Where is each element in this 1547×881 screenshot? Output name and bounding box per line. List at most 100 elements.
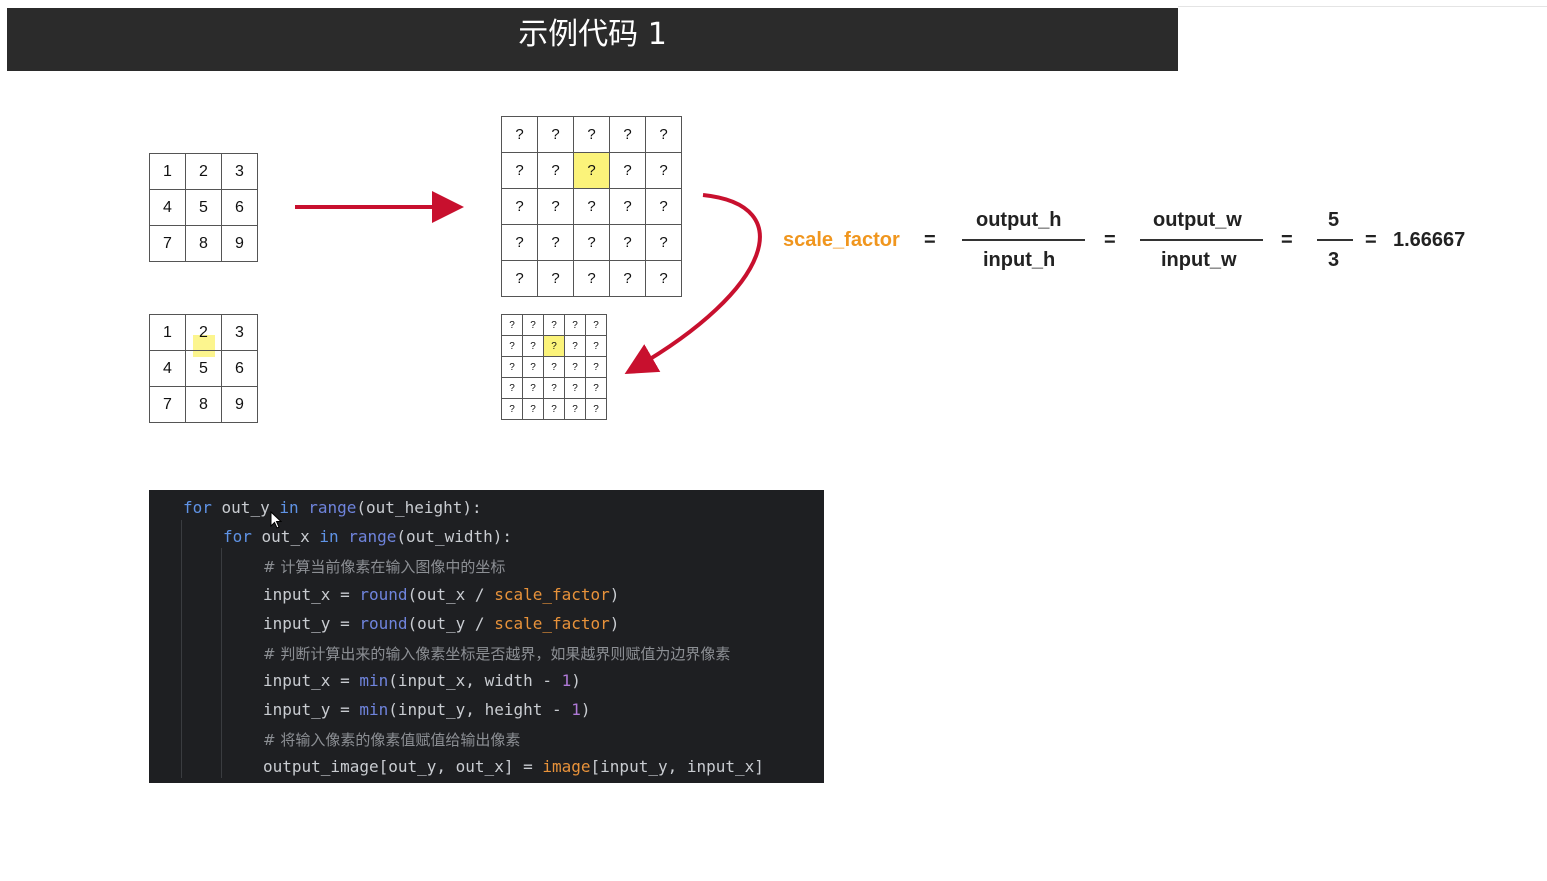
code-line-1: for out_y in range(out_height):: [183, 498, 482, 517]
code-text: (input_y, height -: [388, 700, 572, 719]
code-number: 1: [571, 700, 581, 719]
code-text: ): [580, 700, 591, 719]
code-text: out_x: [251, 527, 320, 546]
top-border: [1178, 6, 1547, 7]
input-cell: 9: [221, 386, 258, 423]
code-function: range: [298, 498, 357, 517]
output-grid-small: ?????????????????????????: [501, 314, 607, 420]
frac1-line: [962, 239, 1085, 241]
code-comment-3: # 将输入像素的像素值赋值给输出像素: [263, 731, 521, 749]
code-keyword: in: [319, 527, 339, 546]
input-cell: 1: [149, 153, 186, 190]
code-keyword: for: [223, 527, 252, 546]
curved-arrow: [624, 193, 762, 375]
code-text: [input_y, input_x]: [590, 757, 764, 776]
code-line-8: input_y = min(input_y, height - 1): [263, 700, 591, 719]
frac2-numerator: output_w: [1153, 209, 1242, 231]
frac3-line: [1317, 239, 1353, 241]
frac3-numerator: 5: [1328, 209, 1340, 231]
grid-row: ?????: [501, 152, 682, 189]
code-line-7: input_x = min(input_x, width - 1): [263, 671, 581, 690]
frac1-denominator: input_h: [983, 249, 1056, 271]
output-cell: ?: [537, 260, 574, 297]
output-cell: ?: [585, 398, 607, 420]
output-cell: ?: [609, 260, 646, 297]
equals-4: =: [1365, 229, 1377, 251]
equals-2: =: [1104, 229, 1116, 251]
code-text: input_x =: [263, 585, 360, 604]
output-grid: ?????????????????????????: [501, 116, 682, 297]
output-cell: ?: [609, 116, 646, 153]
grid-row: ?????: [501, 116, 682, 153]
formula-lhs: scale_factor: [783, 229, 900, 251]
output-cell: ?: [645, 260, 682, 297]
code-function: range: [338, 527, 397, 546]
code-text: (out_height):: [356, 498, 482, 517]
output-cell: ?: [609, 152, 646, 189]
output-cell: ?: [609, 224, 646, 261]
grid-row: ?????: [501, 260, 682, 297]
input-cell: 2: [185, 153, 222, 190]
equals-3: =: [1281, 229, 1293, 251]
code-line-5: input_y = round(out_y / scale_factor): [263, 614, 619, 633]
code-global: image: [542, 757, 591, 776]
grid-row: ?????: [501, 188, 682, 225]
indent-guide-2: [221, 548, 222, 778]
mouse-cursor-icon: [270, 511, 283, 529]
output-cell: ?: [645, 188, 682, 225]
page-title: 示例代码 1: [7, 8, 1178, 71]
input-cell: 5: [185, 189, 222, 226]
code-text: (out_x /: [407, 585, 495, 604]
code-text: out_y: [211, 498, 280, 517]
code-number: 1: [561, 671, 572, 690]
input-cell: 9: [221, 225, 258, 262]
code-text: (input_x, width -: [388, 671, 562, 690]
code-text: (out_width):: [396, 527, 512, 546]
input-cell: 4: [149, 189, 186, 226]
output-cell: ?: [645, 152, 682, 189]
input-cell: 7: [149, 225, 186, 262]
grid-row: ?????: [501, 398, 607, 420]
output-cell: ?: [501, 260, 538, 297]
code-global: scale_factor: [494, 614, 610, 633]
code-text: ): [571, 671, 581, 690]
frac2-denominator: input_w: [1161, 249, 1237, 271]
code-text: input_y =: [263, 614, 360, 633]
code-comment-2: # 判断计算出来的输入像素坐标是否越界，如果越界则赋值为边界像素: [263, 645, 731, 663]
indent-guide-1: [181, 520, 182, 778]
output-cell: ?: [573, 152, 610, 189]
code-line-4: input_x = round(out_x / scale_factor): [263, 585, 619, 604]
code-text: ): [609, 614, 620, 633]
code-keyword: in: [279, 498, 299, 517]
frac1-numerator: output_h: [976, 209, 1062, 231]
equals-1: =: [924, 229, 936, 251]
code-line-10: output_image[out_y, out_x] = image[input…: [263, 757, 764, 776]
code-text: input_y =: [263, 700, 360, 719]
code-editor[interactable]: for out_y in range(out_height): for out_…: [149, 490, 824, 783]
grid-row: ?????: [501, 314, 607, 336]
input-cell: 6: [221, 350, 258, 387]
code-global: scale_factor: [494, 585, 610, 604]
code-function: min: [359, 671, 389, 690]
code-line-2: for out_x in range(out_width):: [223, 527, 512, 546]
output-cell: ?: [645, 116, 682, 153]
code-function: round: [359, 585, 408, 604]
code-text: output_image[out_y, out_x] =: [263, 757, 543, 776]
formula-result: 1.66667: [1393, 229, 1466, 251]
code-comment-1: # 计算当前像素在输入图像中的坐标: [263, 558, 506, 576]
code-function: min: [359, 700, 389, 719]
input-cell: 8: [185, 386, 222, 423]
output-cell: ?: [543, 335, 565, 357]
code-keyword: for: [183, 498, 212, 517]
frac3-denominator: 3: [1328, 249, 1340, 271]
output-cell: ?: [501, 188, 538, 225]
output-cell: ?: [501, 116, 538, 153]
